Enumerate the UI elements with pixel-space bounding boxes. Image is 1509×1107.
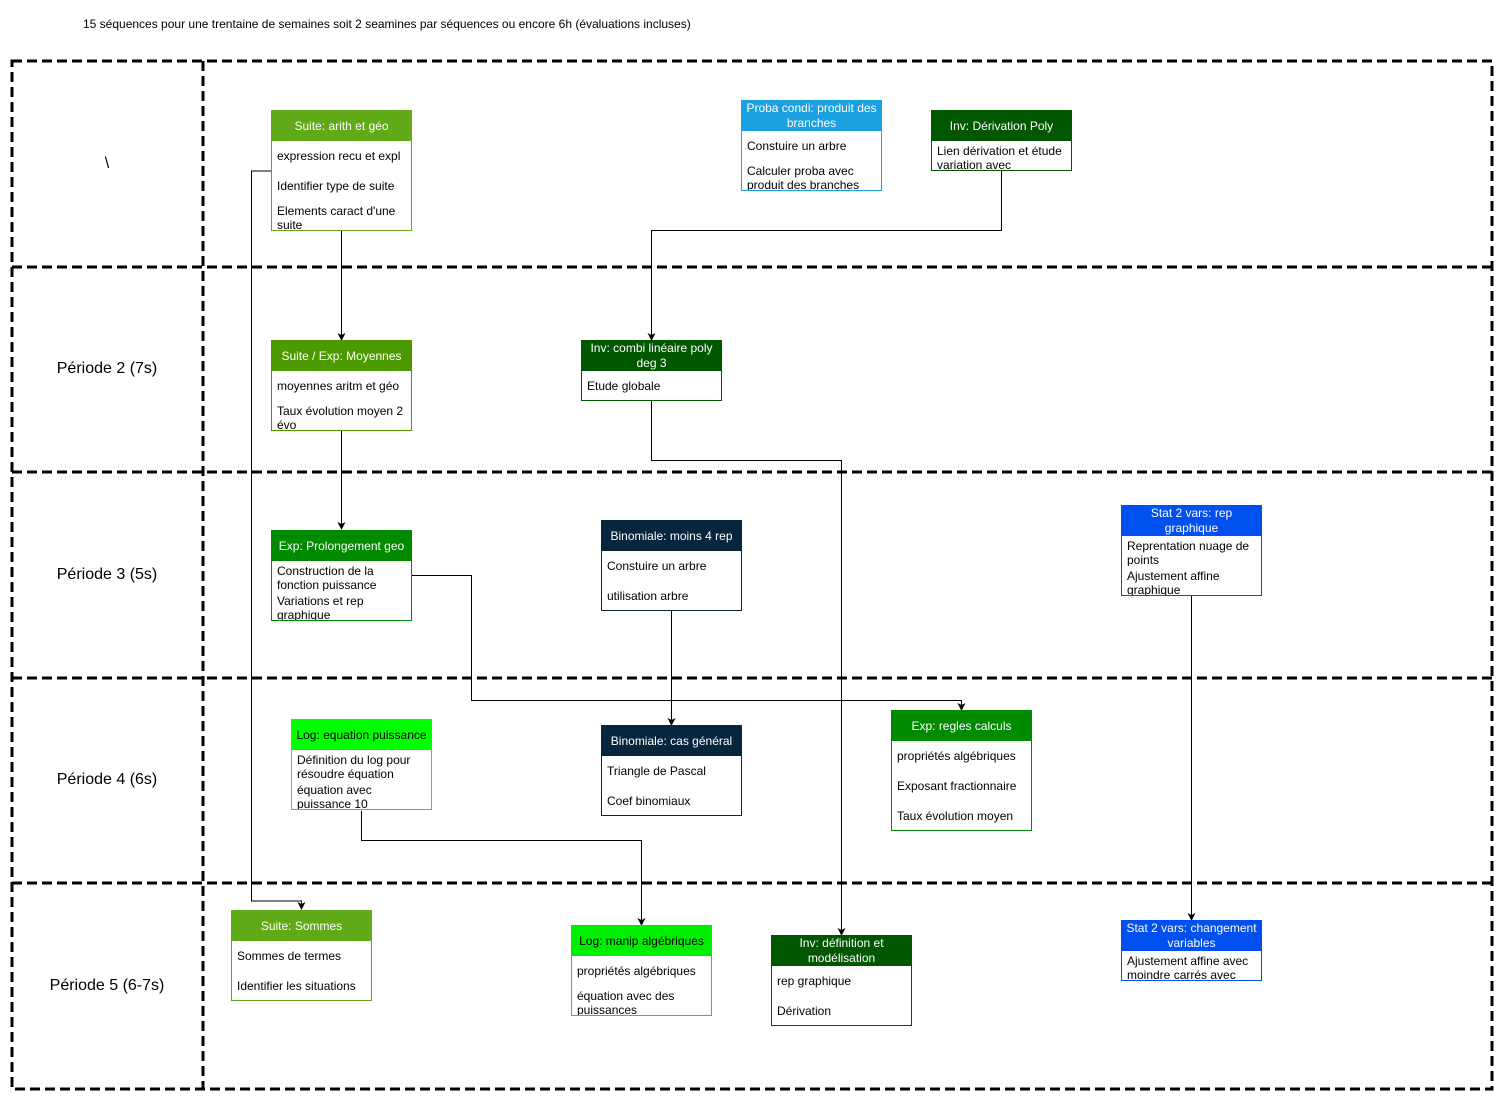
edge-suite-to-sommes <box>251 170 306 910</box>
card-item: équation avec des puissances <box>577 989 675 1016</box>
card-inv-definition-modelisation[interactable]: Inv: définition et modélisation rep grap… <box>771 935 912 1026</box>
card-header: Exp: Prolongement geo <box>272 531 411 561</box>
card-item: Exposant fractionnaire <box>897 779 1017 793</box>
card-item: moyennes aritm et géo <box>277 379 400 393</box>
card-item: Taux évolution moyen 2 évo <box>277 404 404 431</box>
card-item: Taux évolution moyen <box>897 809 1014 823</box>
card-inv-derivation-poly[interactable]: Inv: Dérivation Poly Lien dérivation et … <box>931 110 1072 171</box>
edge-derivation-to-combi <box>647 171 1002 341</box>
card-item: rep graphique <box>777 974 852 988</box>
card-item: Sommes de termes <box>237 949 342 963</box>
card-item: Identifier les situations <box>237 979 356 993</box>
card-binomiale-moins-4-rep[interactable]: Binomiale: moins 4 rep Constuire un arbr… <box>601 520 742 611</box>
card-header: Inv: définition et modélisation <box>772 936 911 966</box>
page-caption: 15 séquences pour une trentaine de semai… <box>83 17 691 31</box>
edge-combi-to-definition <box>651 401 846 936</box>
card-header: Exp: regles calculs <box>892 711 1031 741</box>
period-label-3: Période 3 (5s) <box>56 566 158 583</box>
period-label-2: Période 2 (7s) <box>56 360 158 377</box>
card-header: Inv: Dérivation Poly <box>932 111 1071 141</box>
card-item: Construction de la fonction puissance <box>277 564 377 591</box>
card-header: Binomiale: cas général <box>602 726 741 756</box>
card-item: Reprentation nuage de points <box>1127 539 1250 566</box>
card-inv-combi-lineaire[interactable]: Inv: combi linéaire poly deg 3 Etude glo… <box>581 340 722 401</box>
card-item: Variations et rep graphique <box>277 594 364 621</box>
swimlane-grid <box>10 59 1494 1091</box>
card-item: Dérivation <box>777 1004 832 1018</box>
card-header: Log: manip algébriques <box>572 926 711 956</box>
card-item: propriétés algébriques <box>897 749 1016 763</box>
card-suite-exp-moyennes[interactable]: Suite / Exp: Moyennes moyennes aritm et … <box>271 340 412 431</box>
card-item: Ajustement affine graphique <box>1127 569 1220 596</box>
swimlane-border <box>10 59 1494 1091</box>
card-log-equation-puissance[interactable]: Log: equation puissance Définition du lo… <box>291 719 432 810</box>
card-item: Constuire un arbre <box>747 139 847 153</box>
card-proba-condi[interactable]: Proba condi: produit des branches Constu… <box>741 100 882 191</box>
card-exp-prolongement-geo[interactable]: Exp: Prolongement geo Construction de la… <box>271 530 412 621</box>
card-exp-regles-calculs[interactable]: Exp: regles calculs propriétés algébriqu… <box>891 710 1032 831</box>
card-header: Suite: arith et géo <box>272 111 411 141</box>
card-item: Elements caract d'une suite <box>277 204 396 231</box>
card-log-manip-algebriques[interactable]: Log: manip algébriques propriétés algébr… <box>571 925 712 1016</box>
period-label-1: \ <box>104 155 110 172</box>
card-item: expression recu et expl <box>277 149 401 163</box>
period-label-4: Période 4 (6s) <box>56 771 158 788</box>
card-item: Coef binomiaux <box>607 794 691 808</box>
card-item: Lien dérivation et étude variation avec <box>937 144 1062 171</box>
card-item: Etude globale <box>587 379 661 393</box>
card-item: propriétés algébriques <box>577 964 696 978</box>
card-item: Triangle de Pascal <box>607 764 706 778</box>
card-item: Constuire un arbre <box>607 559 707 573</box>
card-item: Ajustement affine avec moindre carrés av… <box>1127 954 1249 981</box>
card-suite-sommes[interactable]: Suite: Sommes Sommes de termes Identifie… <box>231 910 372 1001</box>
card-item: Définition du log pour résoudre équation <box>297 753 411 780</box>
card-stat-rep-graphique[interactable]: Stat 2 vars: rep graphique Reprentation … <box>1121 505 1262 596</box>
card-header: Proba condi: produit des branches <box>742 101 881 131</box>
card-header: Suite / Exp: Moyennes <box>272 341 411 371</box>
connectors <box>251 170 1196 936</box>
card-header: Suite: Sommes <box>232 911 371 941</box>
edge-prolongement-to-regles <box>412 575 966 711</box>
card-stat-changement-variables[interactable]: Stat 2 vars: changement variables Ajuste… <box>1121 920 1262 981</box>
card-item: utilisation arbre <box>607 589 689 603</box>
card-header: Stat 2 vars: rep graphique <box>1122 506 1261 536</box>
period-label-5: Période 5 (6-7s) <box>49 977 165 994</box>
card-header: Binomiale: moins 4 rep <box>602 521 741 551</box>
edge-log-to-manip <box>361 811 646 926</box>
card-header: Stat 2 vars: changement variables <box>1122 921 1261 951</box>
card-header: Inv: combi linéaire poly deg 3 <box>582 341 721 371</box>
card-item: Calculer proba avec produit des branches <box>747 164 860 191</box>
card-item: équation avec puissance 10 <box>297 783 372 810</box>
card-item: Identifier type de suite <box>277 179 395 193</box>
card-suite-arith-geo[interactable]: Suite: arith et géo expression recu et e… <box>271 110 412 231</box>
card-header: Log: equation puissance <box>292 720 431 750</box>
card-binomiale-cas-general[interactable]: Binomiale: cas général Triangle de Pasca… <box>601 725 742 816</box>
